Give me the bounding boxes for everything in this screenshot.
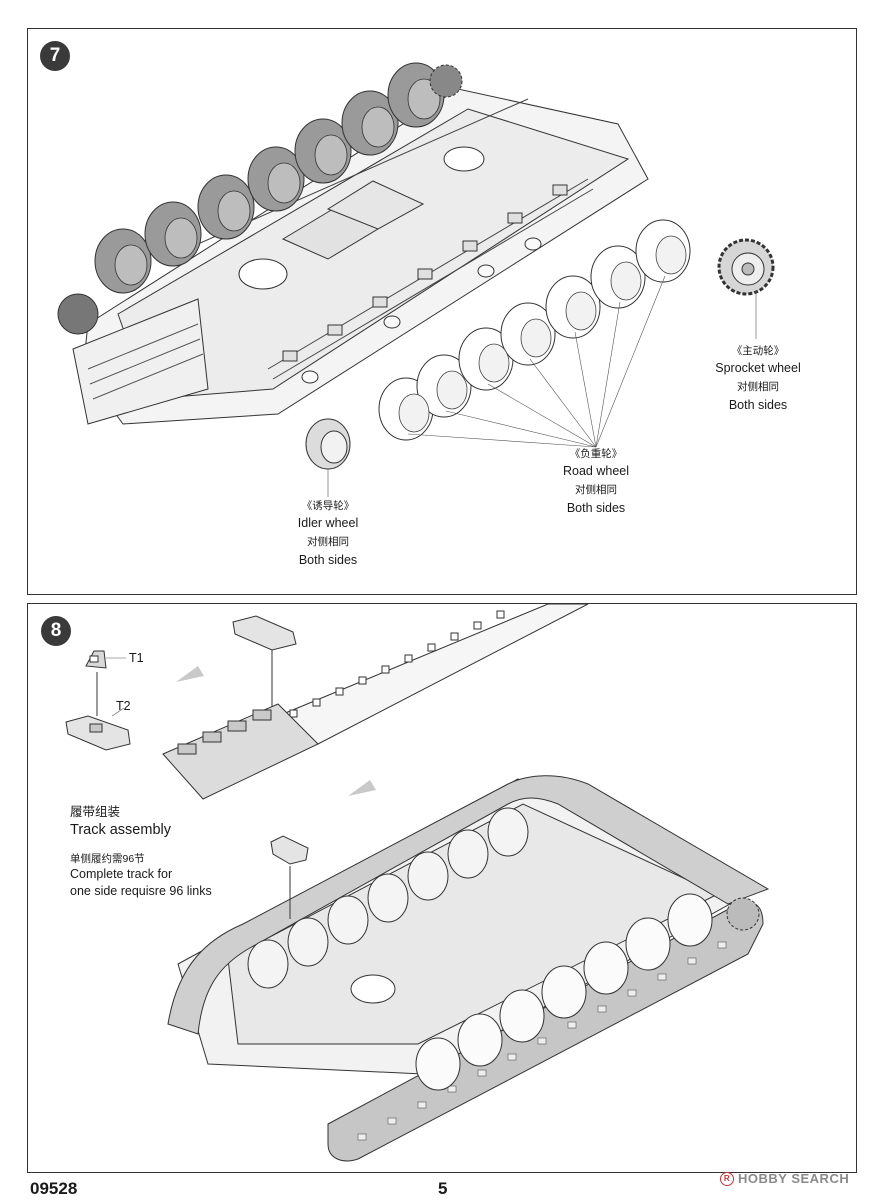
road-cn2: 对侧相同 [575,484,617,497]
page-number: 5 [438,1179,448,1198]
hull-wheels-drawing [57,62,775,497]
kit-code: 09528 [30,1179,78,1198]
idler-en2: Both sides [298,552,358,567]
track-link-single [232,615,297,651]
escape-hatch [238,258,288,290]
idler-wheel-label: 《诱导轮》 Idler wheel 对侧相同 Both sides [268,496,388,569]
t2-label: T2 [116,699,131,713]
step-number-badge: 8 [41,616,71,646]
step-8-panel: 8 [27,603,857,1173]
track-run [162,604,589,800]
sprocket-cn: 《主动轮》 [731,345,785,357]
watermark-text: HOBBY SEARCH [738,1171,850,1186]
sprocket-en: Sprocket wheel [715,361,801,376]
idler-cn2: 对侧相同 [307,536,349,549]
sprocket-en2: Both sides [728,397,788,412]
sprocket-wheel-label: 《主动轮》 Sprocket wheel 对侧相同 Both sides [698,341,818,414]
track-note: 单侧履约需96节 Complete track for one side req… [70,852,212,900]
track-assembly-title: 履带组装 Track assembly [70,804,171,840]
watermark-logo-icon: R [720,1171,734,1186]
title-en: Track assembly [70,821,171,838]
road-en: Road wheel [562,464,629,479]
hobby-search-watermark: R HOBBY SEARCH [720,1171,849,1186]
idler-en: Idler wheel [297,516,359,531]
idler-wheel [305,418,351,470]
sprocket-cn2: 对侧相同 [737,381,779,394]
idler-cn: 《诱导轮》 [301,500,355,512]
title-cn: 履带组装 [70,805,121,819]
step-7-panel: 7 [27,28,857,595]
note-en1: Complete track for [70,867,173,882]
track-link-t2 [65,715,131,751]
sprocket-wheel [717,238,775,296]
track-assembly-drawing [65,604,770,1162]
assembled-hull [167,775,770,1162]
road-wheel-label: 《负重轮》 Road wheel 对侧相同 Both sides [536,444,656,517]
note-en2: one side requisre 96 links [70,884,212,899]
track-link-t1 [85,650,107,669]
road-cn: 《负重轮》 [569,448,623,460]
track-link-loose [270,835,309,865]
t1-label: T1 [129,651,144,665]
road-en2: Both sides [566,500,626,515]
note-cn: 单侧履约需96节 [70,853,145,865]
step-number-badge: 7 [40,41,70,71]
